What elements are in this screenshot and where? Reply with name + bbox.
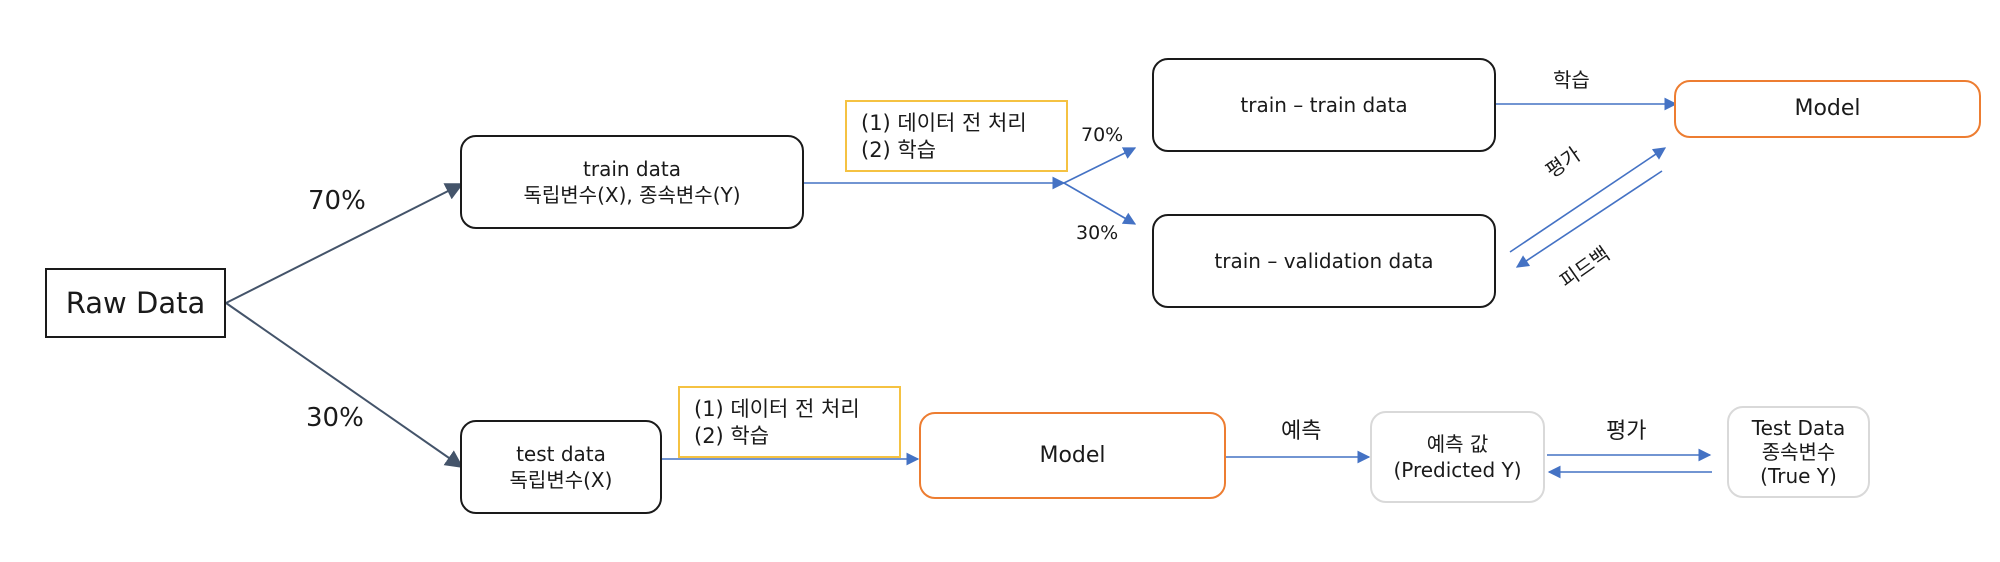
preprocess-bottom-step1: (1) 데이터 전 처리	[694, 397, 860, 421]
predicted-subtitle: (Predicted Y)	[1393, 458, 1522, 482]
preprocess-bottom-step2: (2) 학습	[694, 424, 770, 448]
preprocess-note-bottom: (1) 데이터 전 처리 (2) 학습	[678, 386, 901, 458]
validation-percent: 30%	[1076, 222, 1119, 244]
predict-label: 예측	[1281, 419, 1322, 444]
preprocess-note-top: (1) 데이터 전 처리 (2) 학습	[845, 100, 1068, 172]
test-split-percent: 30%	[306, 403, 364, 433]
predicted-title: 예측 값	[1426, 432, 1489, 456]
arrow-split-to-validation	[1063, 182, 1137, 225]
test-data-node: test data 독립변수(X)	[460, 420, 662, 514]
train-train-percent: 70%	[1081, 124, 1124, 146]
train-data-title: train data	[583, 157, 681, 181]
test-true-title: Test Data	[1751, 416, 1846, 440]
arrow-raw-to-test	[225, 302, 464, 469]
learn-label: 학습	[1553, 68, 1590, 92]
raw-data-label: Raw Data	[65, 286, 206, 320]
model-top-label: Model	[1794, 96, 1861, 121]
arrow-split-to-train-train	[1063, 147, 1137, 184]
train-validation-label: train – validation data	[1214, 249, 1434, 273]
test-data-title: test data	[516, 442, 606, 466]
arrow-raw-to-train	[225, 183, 464, 304]
preprocess-top-step1: (1) 데이터 전 처리	[861, 111, 1027, 135]
predicted-node: 예측 값 (Predicted Y)	[1370, 411, 1545, 503]
test-true-y: (True Y)	[1760, 464, 1837, 488]
model-node-top: Model	[1674, 80, 1981, 138]
train-data-node: train data 독립변수(X), 종속변수(Y)	[460, 135, 804, 229]
arrow-model-feedback	[1515, 170, 1663, 268]
evaluate-label-bottom: 평가	[1606, 419, 1647, 444]
arrow-validation-to-model	[1509, 147, 1667, 253]
train-train-node: train – train data	[1152, 58, 1496, 152]
test-true-var: 종속변수	[1761, 440, 1836, 464]
test-true-node: Test Data 종속변수 (True Y)	[1727, 406, 1870, 498]
train-validation-node: train – validation data	[1152, 214, 1496, 308]
model-bottom-label: Model	[1039, 442, 1106, 468]
raw-data-node: Raw Data	[45, 268, 226, 338]
preprocess-top-step2: (2) 학습	[861, 138, 937, 162]
train-train-label: train – train data	[1240, 93, 1408, 117]
train-split-percent: 70%	[308, 186, 366, 216]
test-data-vars: 독립변수(X)	[509, 468, 613, 492]
model-node-bottom: Model	[919, 412, 1226, 499]
train-data-vars: 독립변수(X), 종속변수(Y)	[523, 183, 741, 207]
